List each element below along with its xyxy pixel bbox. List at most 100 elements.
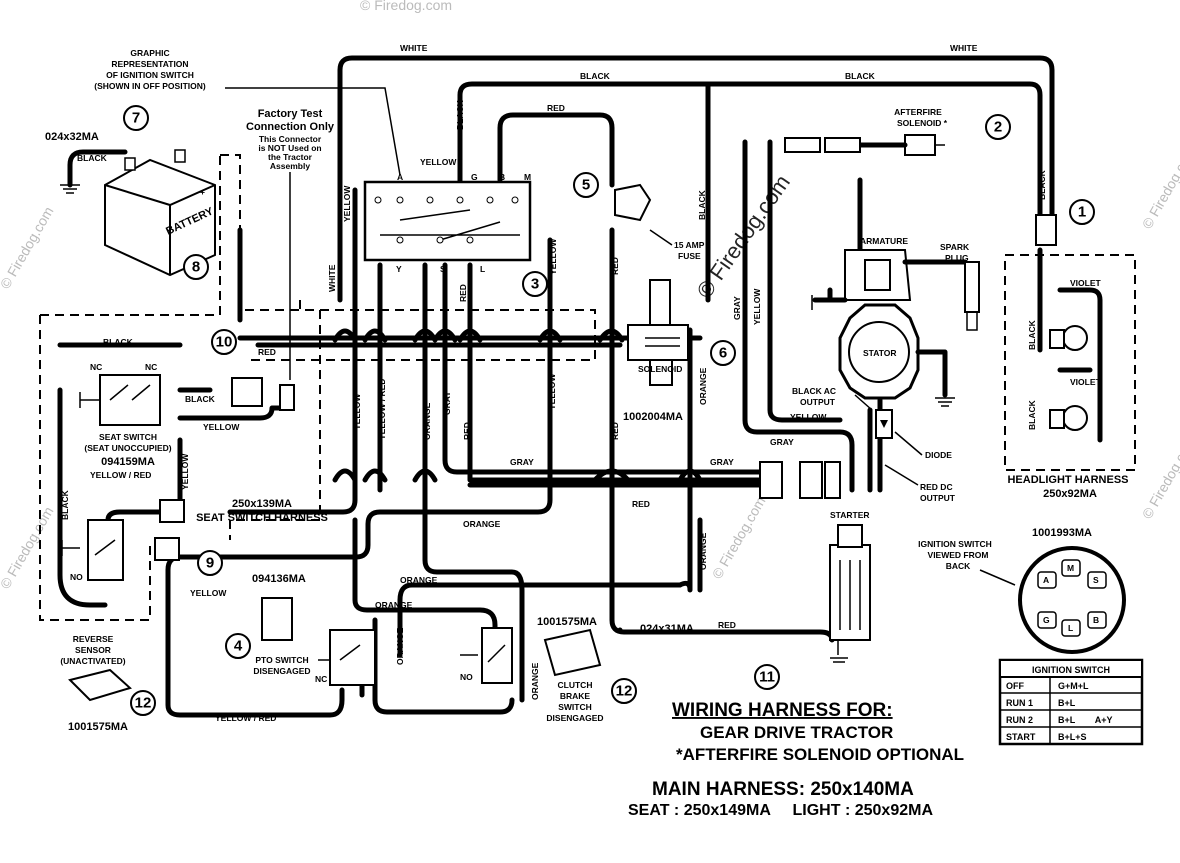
svg-text:YELLOW / RED: YELLOW / RED [215,713,276,723]
svg-text:the Tractor: the Tractor [268,152,313,162]
svg-text:RUN 2: RUN 2 [1006,715,1033,725]
svg-text:RED DC: RED DC [920,482,953,492]
svg-text:© Firedog.com: © Firedog.com [1139,144,1180,232]
title-line2: *AFTERFIRE SOLENOID OPTIONAL [676,745,964,764]
svg-text:G: G [471,172,478,182]
svg-text:DISENGAGED: DISENGAGED [546,713,603,723]
fuse-holder [614,183,652,222]
callout-6: 6 [719,345,727,362]
svg-text:BLACK: BLACK [1027,399,1037,430]
svg-text:1001575MA: 1001575MA [537,616,597,628]
svg-text:BRAKE: BRAKE [560,691,591,701]
svg-text:WHITE: WHITE [400,43,428,53]
svg-text:HEADLIGHT HARNESS: HEADLIGHT HARNESS [1007,474,1128,486]
svg-text:YELLOW: YELLOW [342,185,352,222]
callout-1: 1 [1078,204,1086,221]
svg-text:REVERSE: REVERSE [73,634,114,644]
svg-text:1001575MA: 1001575MA [68,721,128,733]
stator-label: STATOR [863,348,897,358]
svg-text:YELLOW: YELLOW [548,238,558,275]
svg-text:YELLOW: YELLOW [203,422,240,432]
seat-harness-outline [39,154,596,621]
svg-text:B+L A+Y: B+L A+Y [1058,715,1113,725]
svg-text:SOLENOID: SOLENOID [638,364,682,374]
svg-text:GRAY: GRAY [510,457,534,467]
svg-text:IGNITION SWITCH: IGNITION SWITCH [918,539,992,549]
svg-text:A: A [397,172,403,182]
svg-text:ORANGE: ORANGE [463,519,501,529]
callout-5: 5 [582,177,590,194]
svg-text:GRAPHIC: GRAPHIC [130,48,169,58]
svg-text:VIOLET: VIOLET [1070,278,1102,288]
svg-text:© Firedog.com: © Firedog.com [0,204,57,292]
svg-text:ORANGE: ORANGE [375,600,413,610]
svg-text:M: M [524,172,531,182]
clutch-interlock-switch [460,627,513,684]
svg-text:ARMATURE: ARMATURE [860,236,908,246]
svg-text:RED: RED [258,347,276,357]
afterfire-solenoid [784,134,945,156]
svg-text:DIODE: DIODE [925,450,952,460]
svg-text:DISENGAGED: DISENGAGED [253,666,310,676]
svg-text:BLACK: BLACK [1027,319,1037,350]
svg-text:ORANGE: ORANGE [698,367,708,405]
callout-2: 2 [994,119,1002,136]
battery-ground [60,149,128,194]
svg-text:WHITE: WHITE [327,264,337,292]
svg-text:OUTPUT: OUTPUT [920,493,956,503]
svg-text:BLACK: BLACK [697,189,707,220]
headlight-lower [1049,405,1088,431]
svg-text:024x31MA: 024x31MA [640,623,694,635]
starter-solenoid [627,279,689,386]
svg-text:YELLOW: YELLOW [180,453,190,490]
svg-text:B+L+S: B+L+S [1058,732,1087,742]
callout-12-clutch: 12 [616,683,633,700]
ignition-switch-back-view: A M S G L B [979,546,1126,654]
callout-10: 10 [216,334,233,351]
svg-text:(SEAT UNOCCUPIED): (SEAT UNOCCUPIED) [84,443,171,453]
svg-text:This Connector: This Connector [259,134,322,144]
svg-text:NO: NO [70,572,83,582]
seat-switch [79,374,161,426]
callout-4: 4 [234,638,243,655]
svg-text:GRAY: GRAY [442,391,452,415]
ignition-switch-table: IGNITION SWITCH OFF G+M+L RUN 1 B+L RUN … [998,658,1144,746]
svg-text:250x139MA: 250x139MA [232,498,292,510]
title-heading: WIRING HARNESS FOR: [672,700,893,721]
svg-text:GRAY: GRAY [770,437,794,447]
svg-text:094159MA: 094159MA [101,456,155,468]
battery: + BATTERY [104,149,216,277]
svg-text:Assembly: Assembly [270,161,310,171]
svg-text:RUN 1: RUN 1 [1006,698,1033,708]
svg-text:SPARK: SPARK [940,242,970,252]
svg-text:SOLENOID *: SOLENOID * [897,118,948,128]
svg-text:PTO SWITCH: PTO SWITCH [255,655,308,665]
svg-text:STARTER: STARTER [830,510,870,520]
svg-text:© Firedog.com: © Firedog.com [360,0,452,13]
ign-term-s: S [1093,575,1099,585]
svg-text:YELLOW: YELLOW [752,288,762,325]
ign-term-m: M [1067,563,1074,573]
reverse-sensor-part [68,668,132,702]
svg-text:Connection Only: Connection Only [246,121,335,133]
svg-text:YELLOW / RED: YELLOW / RED [90,470,151,480]
harness-connectors [154,499,185,561]
svg-text:SENSOR: SENSOR [75,645,111,655]
callout-7: 7 [132,110,140,127]
part-10-plug [231,377,295,411]
svg-text:024x32MA: 024x32MA [45,131,99,143]
svg-text:BLACK: BLACK [77,153,108,163]
svg-text:ORANGE: ORANGE [400,575,438,585]
svg-text:BLACK: BLACK [580,71,611,81]
component-labels: GRAPHIC REPRESENTATION OF IGNITION SWITC… [45,48,1129,733]
svg-text:YELLOW: YELLOW [547,373,557,410]
svg-text:YELLOW: YELLOW [352,393,362,430]
svg-text:SWITCH: SWITCH [558,702,592,712]
svg-text:BLACK: BLACK [60,489,70,520]
svg-text:BLACK: BLACK [1037,169,1047,200]
callout-12-reverse: 12 [135,695,152,712]
svg-text:094136MA: 094136MA [252,573,306,585]
svg-text:FUSE: FUSE [678,251,701,261]
callout-8: 8 [192,259,200,276]
svg-text:RED: RED [610,422,620,440]
